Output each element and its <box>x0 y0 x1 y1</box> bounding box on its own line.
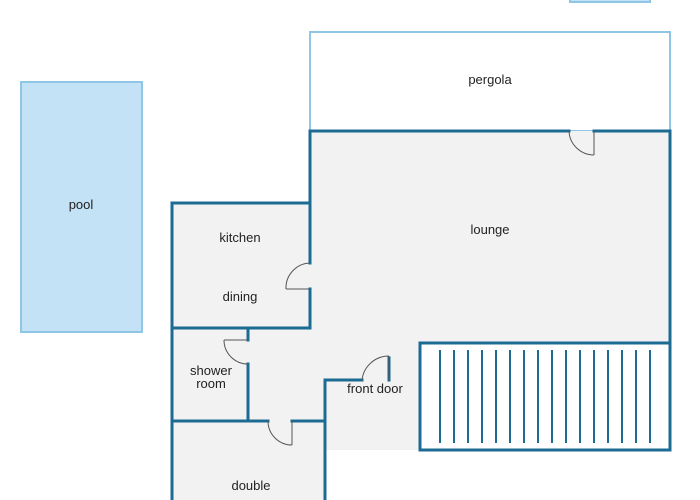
door-swings <box>223 130 595 446</box>
offscreen-element-sliver <box>569 0 651 3</box>
pergola-label: pergola <box>468 72 512 87</box>
door-swing-icon <box>267 420 293 446</box>
stairs <box>418 341 672 452</box>
shower-room-label-line2: room <box>196 376 226 391</box>
floor-fill <box>172 131 670 500</box>
dining-label: dining <box>223 289 258 304</box>
door-swing-icon <box>223 339 249 365</box>
kitchen-label: kitchen <box>219 230 260 245</box>
door-swing-icon <box>568 130 595 156</box>
shower-room-label-line1: shower <box>190 363 233 378</box>
door-swing-icon <box>361 355 390 381</box>
pool-label: pool <box>69 197 94 212</box>
pergola-area <box>309 31 671 132</box>
door-swing-icon <box>285 262 311 290</box>
walls <box>170 129 672 500</box>
front-door-label: front door <box>347 381 403 396</box>
double-bedroom-label: double <box>231 478 270 493</box>
stairs-icon <box>439 350 651 443</box>
lounge-label: lounge <box>470 222 509 237</box>
pool-area <box>20 81 143 333</box>
